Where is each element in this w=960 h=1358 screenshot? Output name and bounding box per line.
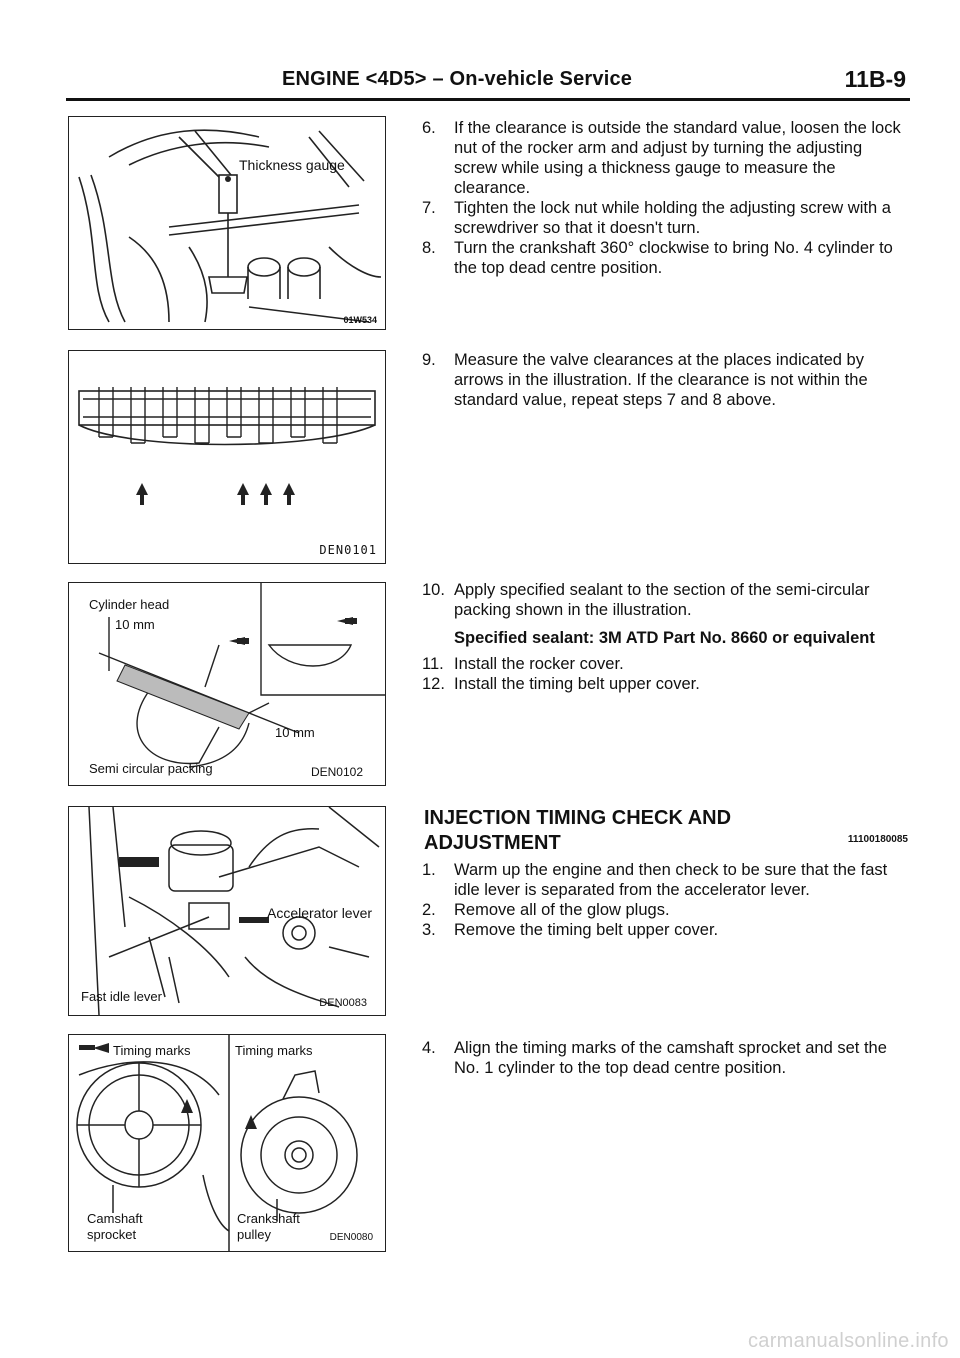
accelerator-lever-label: Accelerator lever <box>267 905 373 921</box>
section-title-line2: ADJUSTMENT <box>424 832 561 854</box>
rocker-arm-illustration <box>78 387 376 505</box>
figure-code: DEN0102 <box>310 765 363 779</box>
step-item: 9.Measure the valve clearances at the pl… <box>422 351 868 409</box>
figure-rocker-arms: DEN0101 <box>68 350 386 564</box>
step-item: 10.Apply specified sealant to the sectio… <box>422 581 870 619</box>
footer-watermark: carmanualsonline.info <box>748 1330 949 1352</box>
pulley-label: pulley <box>237 1227 271 1242</box>
packing-illustration <box>98 583 385 768</box>
figure-timing-marks: Timing marks Timing marks Camshaft sproc… <box>68 1034 386 1252</box>
step-item: 7.Tighten the lock nut while holding the… <box>422 199 891 237</box>
step-item: 1.Warm up the engine and then check to b… <box>422 861 888 899</box>
specified-sealant: Specified sealant: 3M ATD Part No. 8660 … <box>454 629 875 647</box>
camshaft-label: Camshaft <box>87 1211 143 1226</box>
thickness-gauge-label: Thickness gauge <box>239 157 345 173</box>
semi-circular-packing-label: Semi circular packing <box>89 761 213 776</box>
crankshaft-label: Crankshaft <box>237 1211 300 1226</box>
section-heading: INJECTION TIMING CHECK AND ADJUSTMENT 11… <box>424 806 908 856</box>
section-title-line1: INJECTION TIMING CHECK AND <box>424 807 732 829</box>
sprocket-label: sprocket <box>87 1227 137 1242</box>
figure-code: DEN0083 <box>319 997 367 1009</box>
page-header: ENGINE <4D5> – On-vehicle Service 11B-9 <box>66 66 910 101</box>
step-item: 2.Remove all of the glow plugs. <box>422 901 670 919</box>
step-item: 8.Turn the crankshaft 360° clockwise to … <box>422 239 893 277</box>
step-item: 11.Install the rocker cover. <box>422 655 624 673</box>
step-4: 4.Align the timing marks of the camshaft… <box>422 1038 908 1078</box>
section-code: 11100180085 <box>847 834 908 845</box>
timing-marks-label-right: Timing marks <box>235 1043 313 1058</box>
steps-6-to-8: 6.If the clearance is outside the standa… <box>422 118 908 278</box>
steps-1-to-3: 1.Warm up the engine and then check to b… <box>422 860 908 940</box>
figure-accelerator-lever: Accelerator lever Fast idle lever DEN008… <box>68 806 386 1016</box>
figure-code: DEN0101 <box>319 543 377 557</box>
steps-10-to-12: 10.Apply specified sealant to the sectio… <box>422 580 908 694</box>
cylinder-head-label: Cylinder head <box>89 597 170 612</box>
page-number: 11B-9 <box>844 66 906 92</box>
ten-mm-label-top: 10 mm <box>115 617 155 632</box>
step-item: 4.Align the timing marks of the camshaft… <box>422 1039 887 1077</box>
fast-idle-lever-label: Fast idle lever <box>81 989 162 1004</box>
step-item: 6.If the clearance is outside the standa… <box>422 119 901 197</box>
timing-marks-illustration <box>76 1035 358 1251</box>
injection-pump-illustration <box>88 807 380 1015</box>
timing-marks-label-left: Timing marks <box>113 1043 191 1058</box>
figure-code: 01W534 <box>343 315 377 325</box>
figure-semi-circular-packing: Cylinder head 10 mm 10 mm Semi circular … <box>68 582 386 786</box>
step-item: 3.Remove the timing belt upper cover. <box>422 921 719 939</box>
page-title: ENGINE <4D5> – On-vehicle Service <box>282 68 633 90</box>
figure-thickness-gauge: Thickness gauge 01W534 <box>68 116 386 330</box>
step-9: 9.Measure the valve clearances at the pl… <box>422 350 908 410</box>
step-item: 12.Install the timing belt upper cover. <box>422 675 700 693</box>
thickness-gauge-illustration <box>78 129 382 323</box>
figure-code: DEN0080 <box>329 1232 373 1243</box>
ten-mm-label-bottom: 10 mm <box>275 725 315 740</box>
